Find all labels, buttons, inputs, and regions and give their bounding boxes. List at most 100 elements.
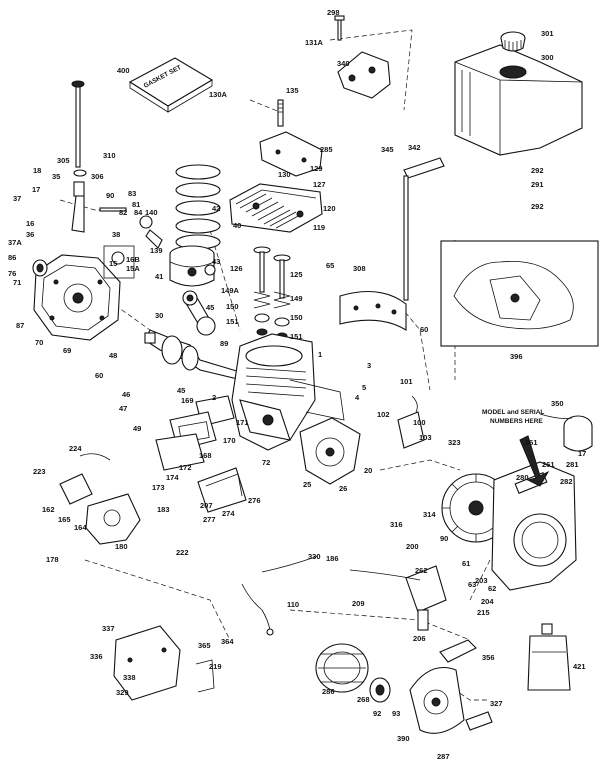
callout-c172: 172 bbox=[179, 463, 192, 472]
callout-c168: 168 bbox=[199, 451, 212, 460]
callout-c183: 183 bbox=[157, 505, 170, 514]
callout-c82: 82 bbox=[119, 208, 127, 217]
callout-c340: 340 bbox=[337, 59, 350, 68]
callout-c329: 329 bbox=[116, 688, 129, 697]
baffle-60 bbox=[339, 291, 407, 331]
callout-c327: 327 bbox=[490, 699, 503, 708]
model-note-line1: MODEL and SERIAL bbox=[482, 409, 544, 416]
callout-c17: 17 bbox=[32, 185, 40, 194]
callout-c306: 306 bbox=[91, 172, 104, 181]
callout-c130: 130 bbox=[278, 170, 291, 179]
callout-c129: 129 bbox=[310, 164, 323, 173]
callout-c70: 70 bbox=[35, 338, 43, 347]
callout-c180: 180 bbox=[115, 542, 128, 551]
gasket-set-packet: GASKET SET bbox=[128, 57, 214, 113]
callout-c5: 5 bbox=[362, 383, 366, 392]
callout-c41: 41 bbox=[155, 272, 163, 281]
callout-c219: 219 bbox=[209, 662, 222, 671]
callout-c390: 390 bbox=[397, 734, 410, 743]
callout-c72: 72 bbox=[262, 458, 270, 467]
callout-c135: 135 bbox=[286, 86, 299, 95]
callout-c16b: 16B bbox=[126, 255, 140, 264]
callout-c87: 87 bbox=[16, 321, 24, 330]
callout-c274: 274 bbox=[222, 509, 235, 518]
piston bbox=[169, 245, 216, 287]
callout-c131a: 131A bbox=[305, 38, 324, 47]
callout-c49: 49 bbox=[133, 424, 141, 433]
callout-c120: 120 bbox=[323, 204, 336, 213]
oil-seal bbox=[32, 259, 48, 277]
callout-c316: 316 bbox=[390, 520, 403, 529]
callout-c261: 261 bbox=[542, 460, 555, 469]
cylinder-block bbox=[231, 333, 345, 451]
callout-c149a: 149A bbox=[221, 286, 240, 295]
tank-bracket bbox=[337, 51, 391, 99]
callout-c336: 336 bbox=[90, 652, 103, 661]
callout-c310: 310 bbox=[103, 151, 116, 160]
fuel-tank bbox=[454, 44, 583, 156]
blower-housing bbox=[491, 461, 577, 591]
callout-c285: 285 bbox=[320, 145, 333, 154]
callout-c61: 61 bbox=[462, 559, 470, 568]
callout-c1: 1 bbox=[318, 350, 322, 359]
callout-c323: 323 bbox=[448, 438, 461, 447]
fuel-cap bbox=[500, 31, 526, 52]
callout-c36: 36 bbox=[26, 230, 34, 239]
callout-c224: 224 bbox=[69, 444, 82, 453]
callout-c262: 262 bbox=[415, 566, 428, 575]
callout-c291: 291 bbox=[531, 180, 544, 189]
callout-c60a: 60 bbox=[420, 325, 428, 334]
callout-c337: 337 bbox=[102, 624, 115, 633]
callout-c38: 38 bbox=[112, 230, 120, 239]
callout-c169: 169 bbox=[181, 396, 194, 405]
callout-c204: 204 bbox=[481, 597, 494, 606]
callout-c92: 92 bbox=[373, 709, 381, 718]
callout-c203: 203 bbox=[475, 576, 488, 585]
inset-label: 396 bbox=[510, 352, 523, 361]
valve-springs bbox=[253, 291, 291, 340]
crankcase-cover bbox=[33, 254, 121, 341]
ignition-coil bbox=[397, 395, 425, 449]
callout-c125: 125 bbox=[290, 270, 303, 279]
callout-c365: 365 bbox=[198, 641, 211, 650]
callout-c26: 26 bbox=[339, 484, 347, 493]
model-note-line2: NUMBERS HERE bbox=[490, 418, 543, 425]
callout-c86: 86 bbox=[8, 253, 16, 262]
callout-c18: 18 bbox=[33, 166, 41, 175]
piston-rings bbox=[175, 164, 221, 250]
callout-c207: 207 bbox=[200, 501, 213, 510]
crankshaft bbox=[144, 329, 243, 381]
callout-c298: 298 bbox=[327, 8, 340, 17]
callout-c30: 30 bbox=[155, 311, 163, 320]
callout-c361: 361 bbox=[525, 438, 538, 447]
callout-c280: 280 bbox=[516, 473, 529, 482]
callout-c186: 186 bbox=[326, 554, 339, 563]
callout-c119: 119 bbox=[313, 223, 325, 232]
callout-c222: 222 bbox=[176, 548, 189, 557]
callout-c282: 282 bbox=[560, 477, 573, 486]
muffler bbox=[197, 467, 247, 513]
callout-c151b: 151 bbox=[290, 332, 303, 341]
callout-c89: 89 bbox=[220, 339, 228, 348]
callout-c150b: 150 bbox=[290, 313, 303, 322]
callout-c69: 69 bbox=[63, 346, 71, 355]
governor-parts bbox=[99, 207, 163, 279]
callout-c171: 171 bbox=[236, 418, 249, 427]
callout-c364: 364 bbox=[221, 637, 234, 646]
callout-c400: 400 bbox=[117, 66, 130, 75]
callout-c4: 4 bbox=[355, 393, 360, 402]
callout-c150a: 150 bbox=[226, 302, 239, 311]
callout-c63: 63 bbox=[468, 580, 476, 589]
callout-c25: 25 bbox=[303, 480, 311, 489]
callout-c60b: 60 bbox=[95, 371, 103, 380]
callout-c65: 65 bbox=[326, 261, 334, 270]
callout-c165: 165 bbox=[58, 515, 71, 524]
starter-handle-356 bbox=[439, 639, 477, 663]
callout-c37: 37 bbox=[13, 194, 21, 203]
control-bracket bbox=[349, 565, 447, 631]
callout-c173: 173 bbox=[152, 483, 165, 492]
callout-c162: 162 bbox=[42, 505, 55, 514]
callout-c151a: 151 bbox=[226, 317, 239, 326]
callout-c287: 287 bbox=[437, 752, 450, 761]
